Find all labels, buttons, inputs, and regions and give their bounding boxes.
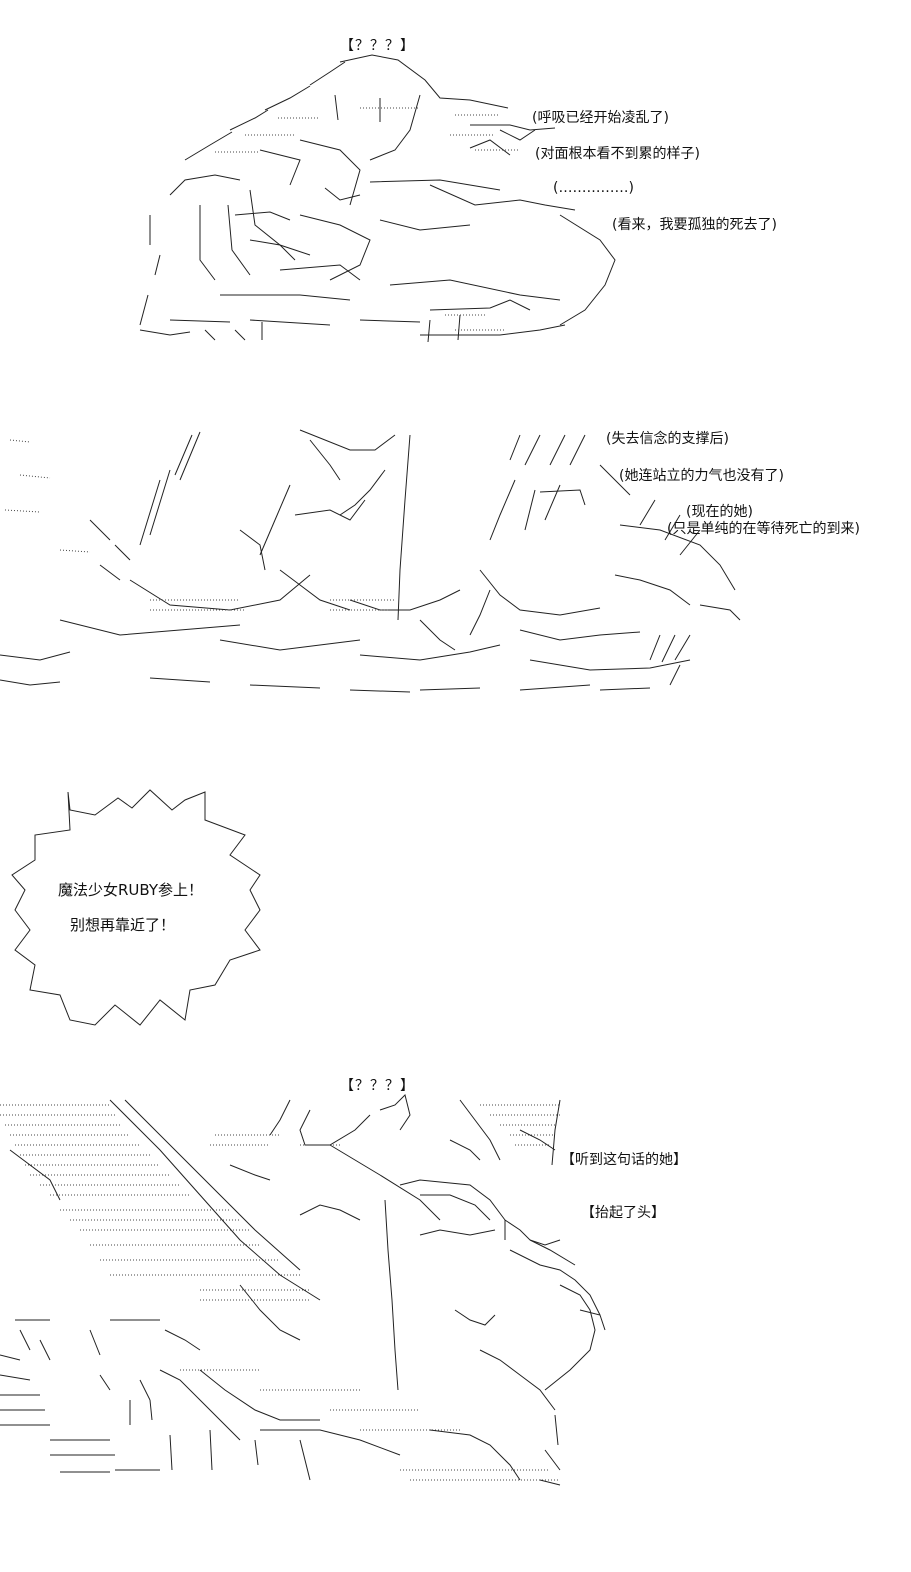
panel-2-ascii-art [0, 429, 741, 693]
narration-line: (呼吸已经开始凌乱了) [532, 110, 669, 126]
panel-2: (失去信念的支撑后) (她连站立的力气也没有了) (现在的她) (只是单纯的在等… [0, 420, 911, 710]
panel-4-ascii-art [0, 1094, 606, 1486]
narration-line: (看来，我要孤独的死去了) [612, 217, 777, 233]
narration-line: (她连站立的力气也没有了) [619, 468, 784, 484]
narration-line: (失去信念的支撑后) [606, 431, 729, 447]
panel-4: 【？？？】 【听到这句话的她】 【抬起了头】 [0, 1070, 911, 1500]
narration-line: 【抬起了头】 [581, 1205, 665, 1221]
panel-1: 【？？？】 (呼吸已经开始凌乱了) (对面根本看不到累的样子) (……………) … [0, 0, 911, 360]
panel-4-shading [0, 1104, 560, 1481]
speaker-label: 【？？？】 [340, 38, 415, 54]
narration-line: (现在的她) [686, 504, 753, 520]
shout-burst-outline [11, 789, 261, 1026]
shout-text-line-1: 魔法少女RUBY参上！ [58, 881, 204, 899]
panel-1-ascii-art [139, 54, 616, 343]
narration-line: (……………) [553, 180, 634, 196]
narration-line: 【听到这句话的她】 [561, 1152, 687, 1168]
shout-text-line-2: 别想再靠近了！ [70, 916, 176, 934]
panel-3: 魔法少女RUBY参上！ 别想再靠近了！ [0, 780, 911, 1040]
speaker-label: 【？？？】 [340, 1078, 415, 1094]
panel-1-shading [215, 107, 520, 331]
narration-line: (只是单纯的在等待死亡的到来) [667, 521, 860, 537]
panel-2-shading [4, 439, 395, 611]
narration-line: (对面根本看不到累的样子) [535, 146, 700, 162]
